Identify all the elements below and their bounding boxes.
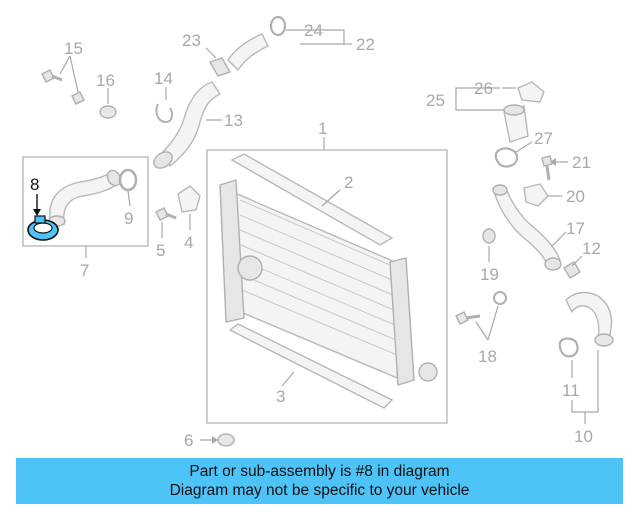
intercooler-core <box>239 199 398 356</box>
air-guide-part-3 <box>228 323 394 409</box>
bolt-shank <box>545 165 551 181</box>
leader-arrow-21 <box>550 158 556 166</box>
bracket-part-23 <box>208 57 232 77</box>
pipe-end <box>544 257 562 271</box>
leader-line-15 <box>59 55 71 75</box>
hose-end <box>594 333 614 347</box>
callout-20: 20 <box>566 187 585 206</box>
callout-15: 15 <box>64 39 83 58</box>
pipe-part-22 <box>227 33 269 72</box>
leader-line-18 <box>487 305 499 341</box>
washer-part-18 <box>493 291 507 305</box>
leader-line-9 <box>127 190 131 207</box>
callout-13: 13 <box>224 111 243 130</box>
leader-arrow-6 <box>212 436 218 444</box>
callout-24: 24 <box>304 21 323 40</box>
bolt-shank <box>465 314 481 320</box>
bolt-part-15 <box>71 91 85 105</box>
callout-17: 17 <box>566 219 585 238</box>
sensor-part-26 <box>517 81 545 103</box>
callout-21: 21 <box>572 153 591 172</box>
callout-22: 22 <box>356 35 375 54</box>
grommet-part-16 <box>99 105 117 119</box>
bolt-shank <box>165 212 177 220</box>
parts-diagram: 1 2 3 4 5 6 7 8 9 10 11 12 13 14 15 16 1… <box>22 15 614 450</box>
callout-1: 1 <box>318 119 327 138</box>
callout-27: 27 <box>534 129 553 148</box>
callout-16: 16 <box>96 71 115 90</box>
intercooler-inlet <box>237 255 263 281</box>
intercooler-outlet <box>418 362 438 382</box>
leader-line-18 <box>475 321 489 341</box>
callout-7: 7 <box>80 261 89 280</box>
bracket-line-25 <box>455 87 504 111</box>
leader-line-23 <box>205 47 217 59</box>
hose-part-10 <box>565 291 613 342</box>
leader-line-2 <box>321 189 341 207</box>
callout-23: 23 <box>182 31 201 50</box>
clamp-part-11 <box>558 337 579 358</box>
air-guide-part-2 <box>230 153 394 246</box>
banner-line-disclaimer: Diagram may not be specific to your vehi… <box>169 482 470 499</box>
callout-18: 18 <box>478 347 497 366</box>
callout-25: 25 <box>426 91 445 110</box>
hose-part-13 <box>159 81 222 167</box>
bolt-shank <box>51 74 63 82</box>
clip-part-12 <box>563 261 581 279</box>
callout-11: 11 <box>562 381 580 400</box>
pipe-end <box>492 184 508 196</box>
o-ring-part-9 <box>118 168 138 192</box>
radiator-box <box>206 149 448 424</box>
callout-14: 14 <box>154 69 173 88</box>
bolt-part-21 <box>541 155 553 167</box>
callout-12: 12 <box>582 239 601 258</box>
intercooler-tank <box>389 257 415 386</box>
bracket-part-4 <box>177 185 201 213</box>
callout-2: 2 <box>344 173 353 192</box>
callout-5: 5 <box>156 241 165 260</box>
leader-line-12 <box>571 255 583 267</box>
grommet-part-19 <box>482 228 496 244</box>
hose-end <box>106 169 122 187</box>
callout-8[interactable]: 8 <box>30 175 39 194</box>
bracket-line-22 <box>300 29 345 45</box>
leader-arrow-8 <box>33 209 41 216</box>
callout-9: 9 <box>124 209 133 228</box>
callout-3: 3 <box>276 387 285 406</box>
clip-part-14 <box>155 103 174 124</box>
pipe-end <box>503 104 525 116</box>
leader-line-17 <box>551 231 567 247</box>
intercooler-tank <box>219 179 245 323</box>
callout-10: 10 <box>574 427 593 446</box>
leader-line-15 <box>69 55 79 93</box>
seal-part-24 <box>269 15 287 37</box>
callout-26: 26 <box>474 79 493 98</box>
leader-line-27 <box>515 141 533 153</box>
leader-line-3 <box>281 371 295 387</box>
callout-19: 19 <box>480 265 499 284</box>
banner-line-part: Part or sub-assembly is #8 in diagram <box>189 463 450 480</box>
hose-clamp-part-8[interactable] <box>27 215 59 241</box>
callout-6: 6 <box>184 431 193 450</box>
info-banner: Part or sub-assembly is #8 in diagram Di… <box>16 458 623 504</box>
clamp-part-27 <box>494 147 519 168</box>
plug-part-6 <box>217 433 235 447</box>
bolt-part-18 <box>455 311 469 325</box>
sensor-part-20 <box>523 183 549 207</box>
hose-end <box>153 151 173 169</box>
callout-4: 4 <box>184 233 193 252</box>
intercooler-part-1 <box>227 188 403 382</box>
